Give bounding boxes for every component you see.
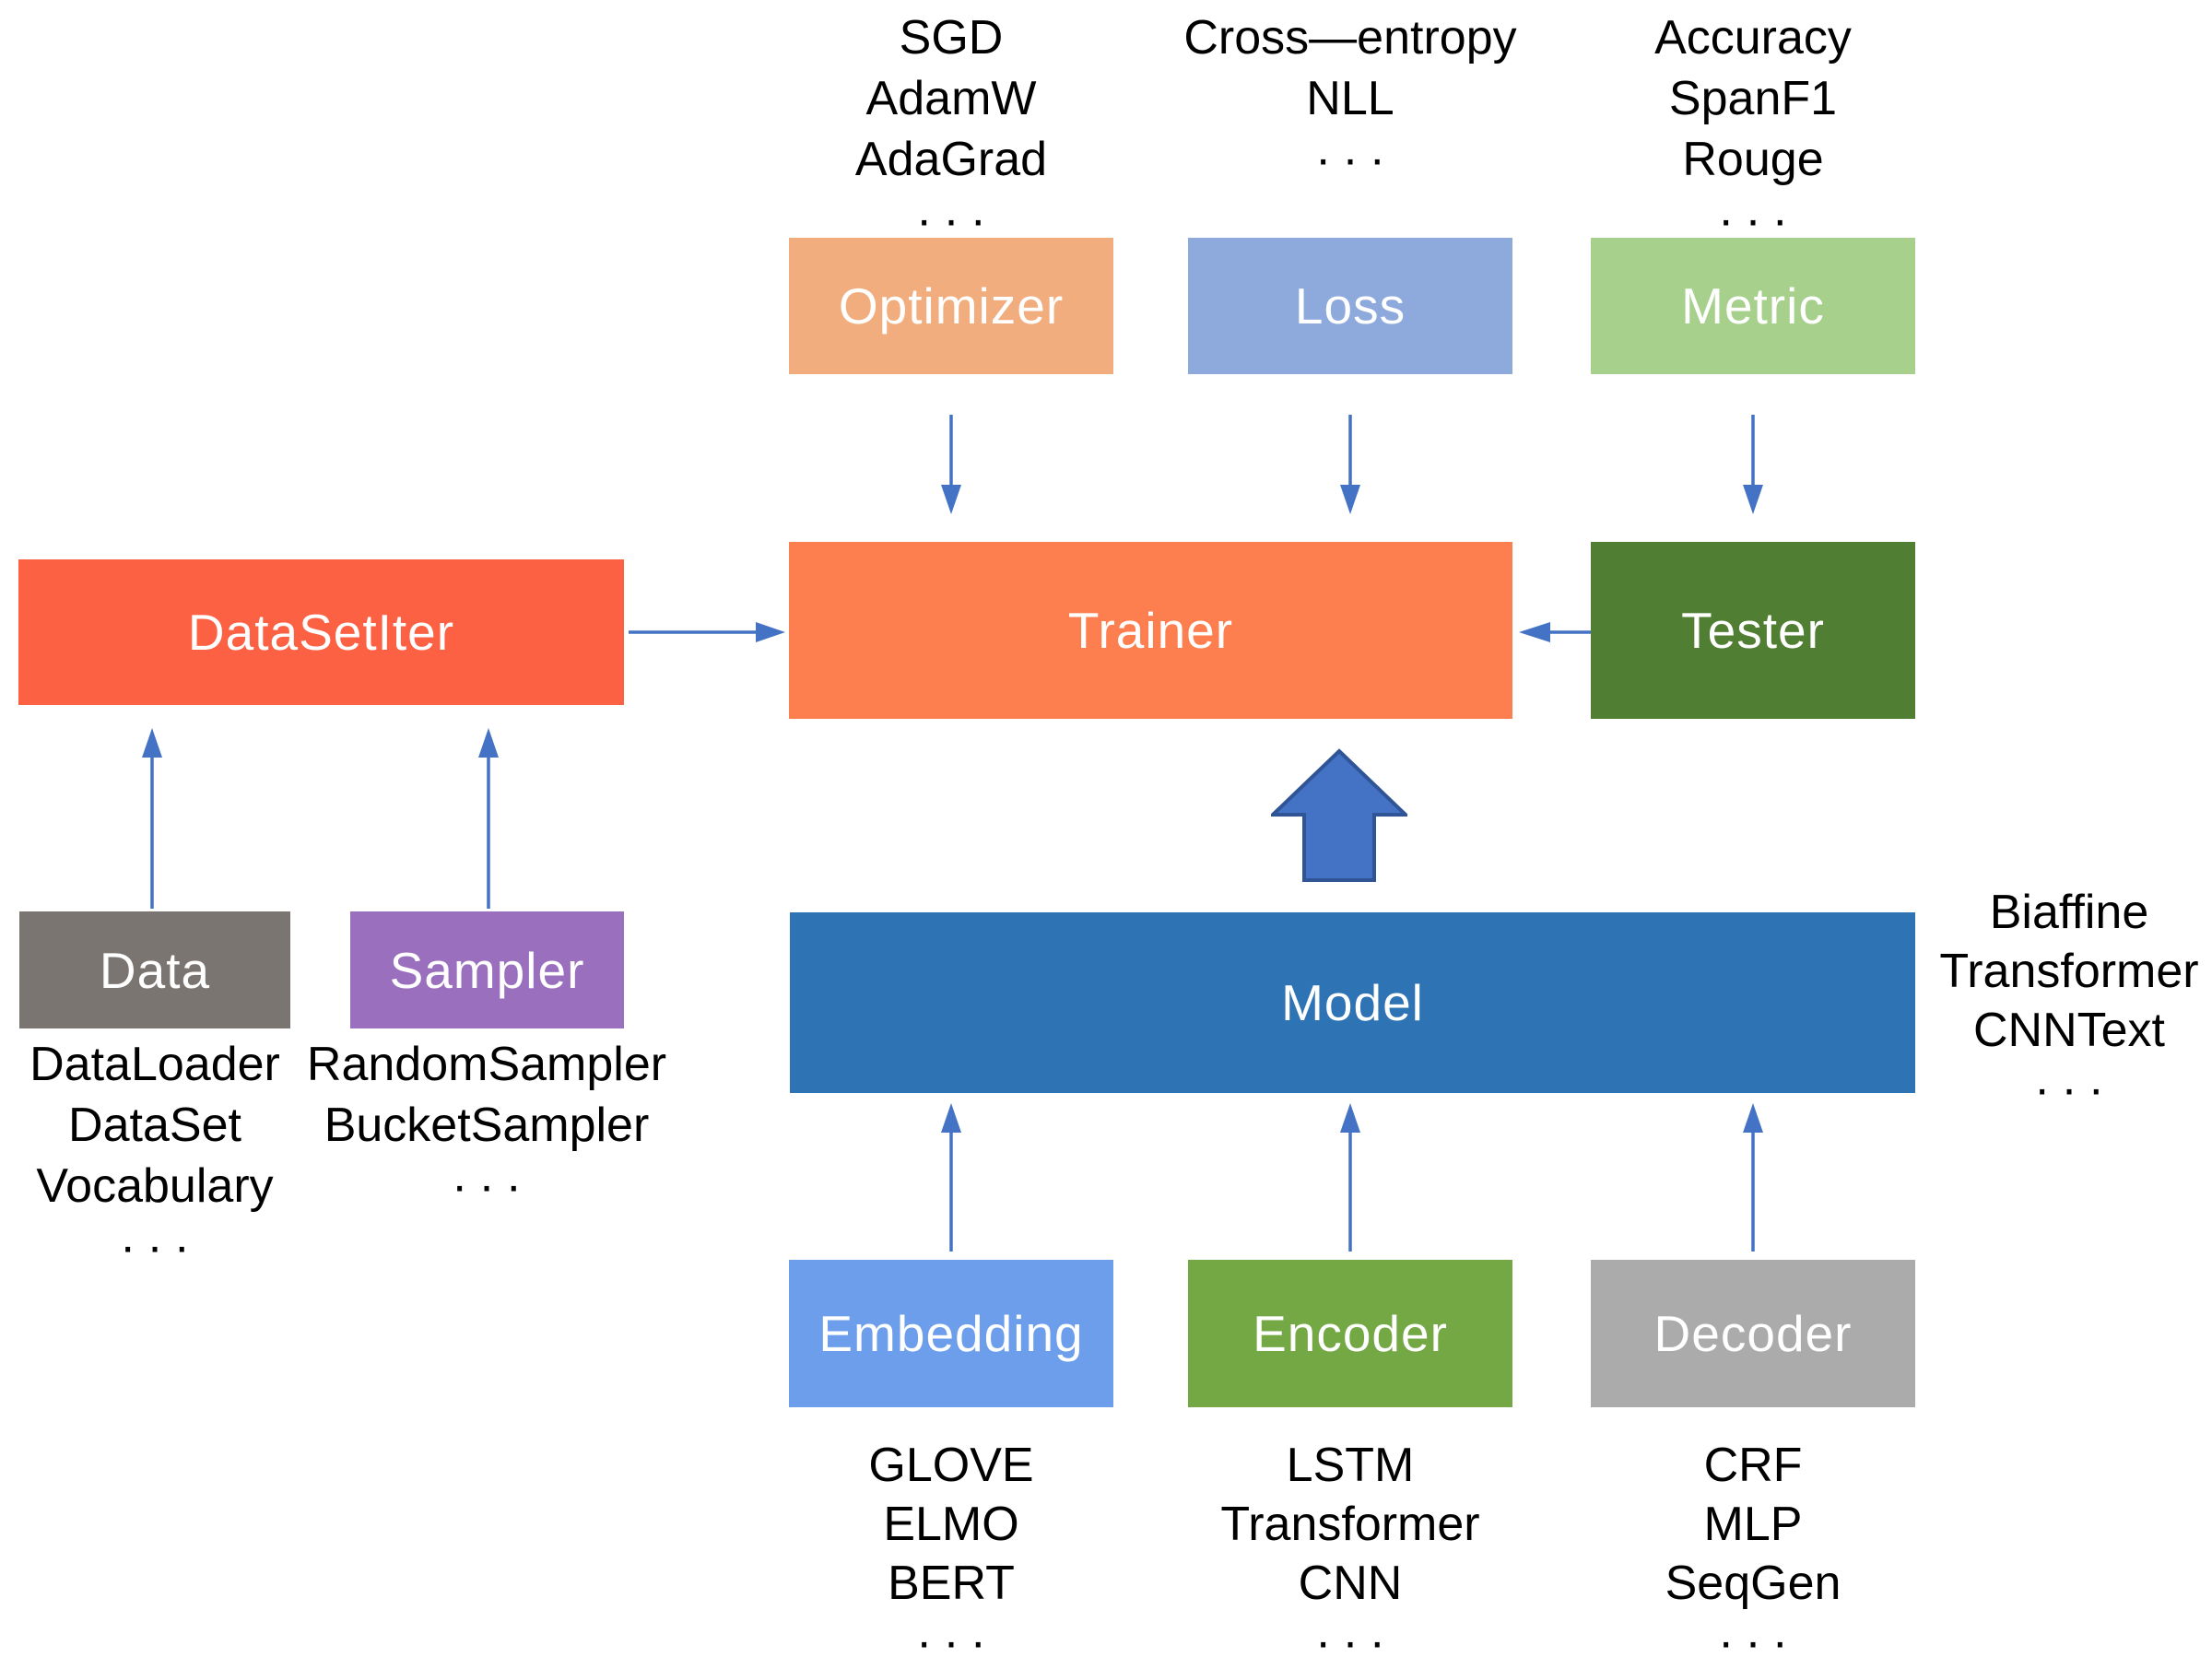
- list-item: Accuracy: [1654, 11, 1852, 65]
- list-item: Biaffine: [1989, 886, 2149, 939]
- optimizer-options-list: SGD AdamW AdaGrad ···: [855, 7, 1047, 251]
- list-item: CRF: [1703, 1439, 1803, 1492]
- loss-box: Loss: [1188, 238, 1512, 374]
- trainer-box: Trainer: [789, 542, 1512, 719]
- arrow-sampler-to-datasetiter: [478, 728, 499, 909]
- list-item: ELMO: [883, 1498, 1019, 1551]
- list-item: RandomSampler: [306, 1038, 667, 1091]
- ellipsis: ···: [452, 1159, 533, 1213]
- model-box-label: Model: [1281, 974, 1424, 1031]
- arrow-decoder-to-model: [1743, 1103, 1763, 1252]
- datasetiter-box: DataSetIter: [18, 559, 624, 705]
- list-item: SpanF1: [1668, 72, 1838, 125]
- model-options-list: Biaffine Transformer CNNText ···: [1939, 883, 2198, 1119]
- ellipsis: ···: [916, 1616, 997, 1657]
- list-item: Transformer: [1220, 1498, 1480, 1551]
- model-box: Model: [790, 912, 1915, 1093]
- list-item: DataSet: [68, 1099, 241, 1152]
- loss-options-list: Cross—entropy NLL ···: [1183, 7, 1516, 190]
- tester-box-label: Tester: [1681, 602, 1825, 659]
- encoder-box: Encoder: [1188, 1260, 1512, 1407]
- arrow-tester-to-trainer: [1519, 622, 1591, 642]
- ellipsis: ···: [1718, 1616, 1799, 1657]
- list-item: Vocabulary: [36, 1159, 274, 1213]
- list-item: CNNText: [1972, 1004, 2166, 1057]
- list-item: GLOVE: [868, 1439, 1034, 1492]
- embedding-options-list: GLOVE ELMO BERT ···: [868, 1436, 1033, 1657]
- ellipsis: ···: [120, 1220, 201, 1274]
- tester-box: Tester: [1591, 542, 1915, 719]
- ellipsis: ···: [1315, 133, 1396, 186]
- decoder-options-list: CRF MLP SeqGen ···: [1665, 1436, 1841, 1657]
- list-item: AdamW: [865, 72, 1037, 125]
- list-item: DataLoader: [29, 1038, 280, 1091]
- arrow-embedding-to-model: [941, 1103, 961, 1252]
- metric-box: Metric: [1591, 238, 1915, 374]
- optimizer-box-label: Optimizer: [838, 277, 1065, 335]
- decoder-box: Decoder: [1591, 1260, 1915, 1407]
- embedding-box: Embedding: [789, 1260, 1113, 1407]
- arrow-datasetiter-to-trainer: [629, 622, 785, 642]
- arrow-optimizer-to-trainer: [941, 415, 961, 514]
- data-options-list: DataLoader DataSet Vocabulary ···: [29, 1034, 280, 1277]
- optimizer-box: Optimizer: [789, 238, 1113, 374]
- ellipsis: ···: [2034, 1063, 2115, 1116]
- loss-box-label: Loss: [1294, 277, 1406, 335]
- list-item: Transformer: [1939, 945, 2199, 998]
- arrow-model-to-trainer: [1271, 748, 1407, 882]
- list-item: NLL: [1306, 72, 1394, 125]
- trainer-box-label: Trainer: [1067, 602, 1234, 659]
- encoder-box-label: Encoder: [1253, 1305, 1448, 1362]
- embedding-box-label: Embedding: [818, 1305, 1084, 1362]
- list-item: AdaGrad: [854, 133, 1048, 186]
- list-item: BERT: [888, 1557, 1015, 1610]
- list-item: MLP: [1703, 1498, 1803, 1551]
- data-box-label: Data: [99, 941, 211, 999]
- metric-box-label: Metric: [1681, 277, 1825, 335]
- sampler-box-label: Sampler: [389, 941, 585, 999]
- sampler-box: Sampler: [350, 911, 624, 1028]
- arrow-metric-to-tester: [1743, 415, 1763, 514]
- arrow-encoder-to-model: [1340, 1103, 1360, 1252]
- encoder-options-list: LSTM Transformer CNN ···: [1220, 1436, 1479, 1657]
- ellipsis: ···: [1315, 1616, 1396, 1657]
- arrow-loss-to-trainer: [1340, 415, 1360, 514]
- list-item: Cross—entropy: [1183, 11, 1517, 65]
- sampler-options-list: RandomSampler BucketSampler ···: [307, 1034, 666, 1216]
- list-item: LSTM: [1286, 1439, 1415, 1492]
- list-item: SGD: [899, 11, 1004, 65]
- list-item: Rouge: [1682, 133, 1824, 186]
- datasetiter-box-label: DataSetIter: [187, 604, 455, 661]
- list-item: SeqGen: [1665, 1557, 1841, 1610]
- list-item: CNN: [1298, 1557, 1403, 1610]
- decoder-box-label: Decoder: [1653, 1305, 1853, 1362]
- data-box: Data: [19, 911, 290, 1028]
- metric-options-list: Accuracy SpanF1 Rouge ···: [1654, 7, 1852, 251]
- list-item: BucketSampler: [324, 1099, 650, 1152]
- arrow-data-to-datasetiter: [142, 728, 162, 909]
